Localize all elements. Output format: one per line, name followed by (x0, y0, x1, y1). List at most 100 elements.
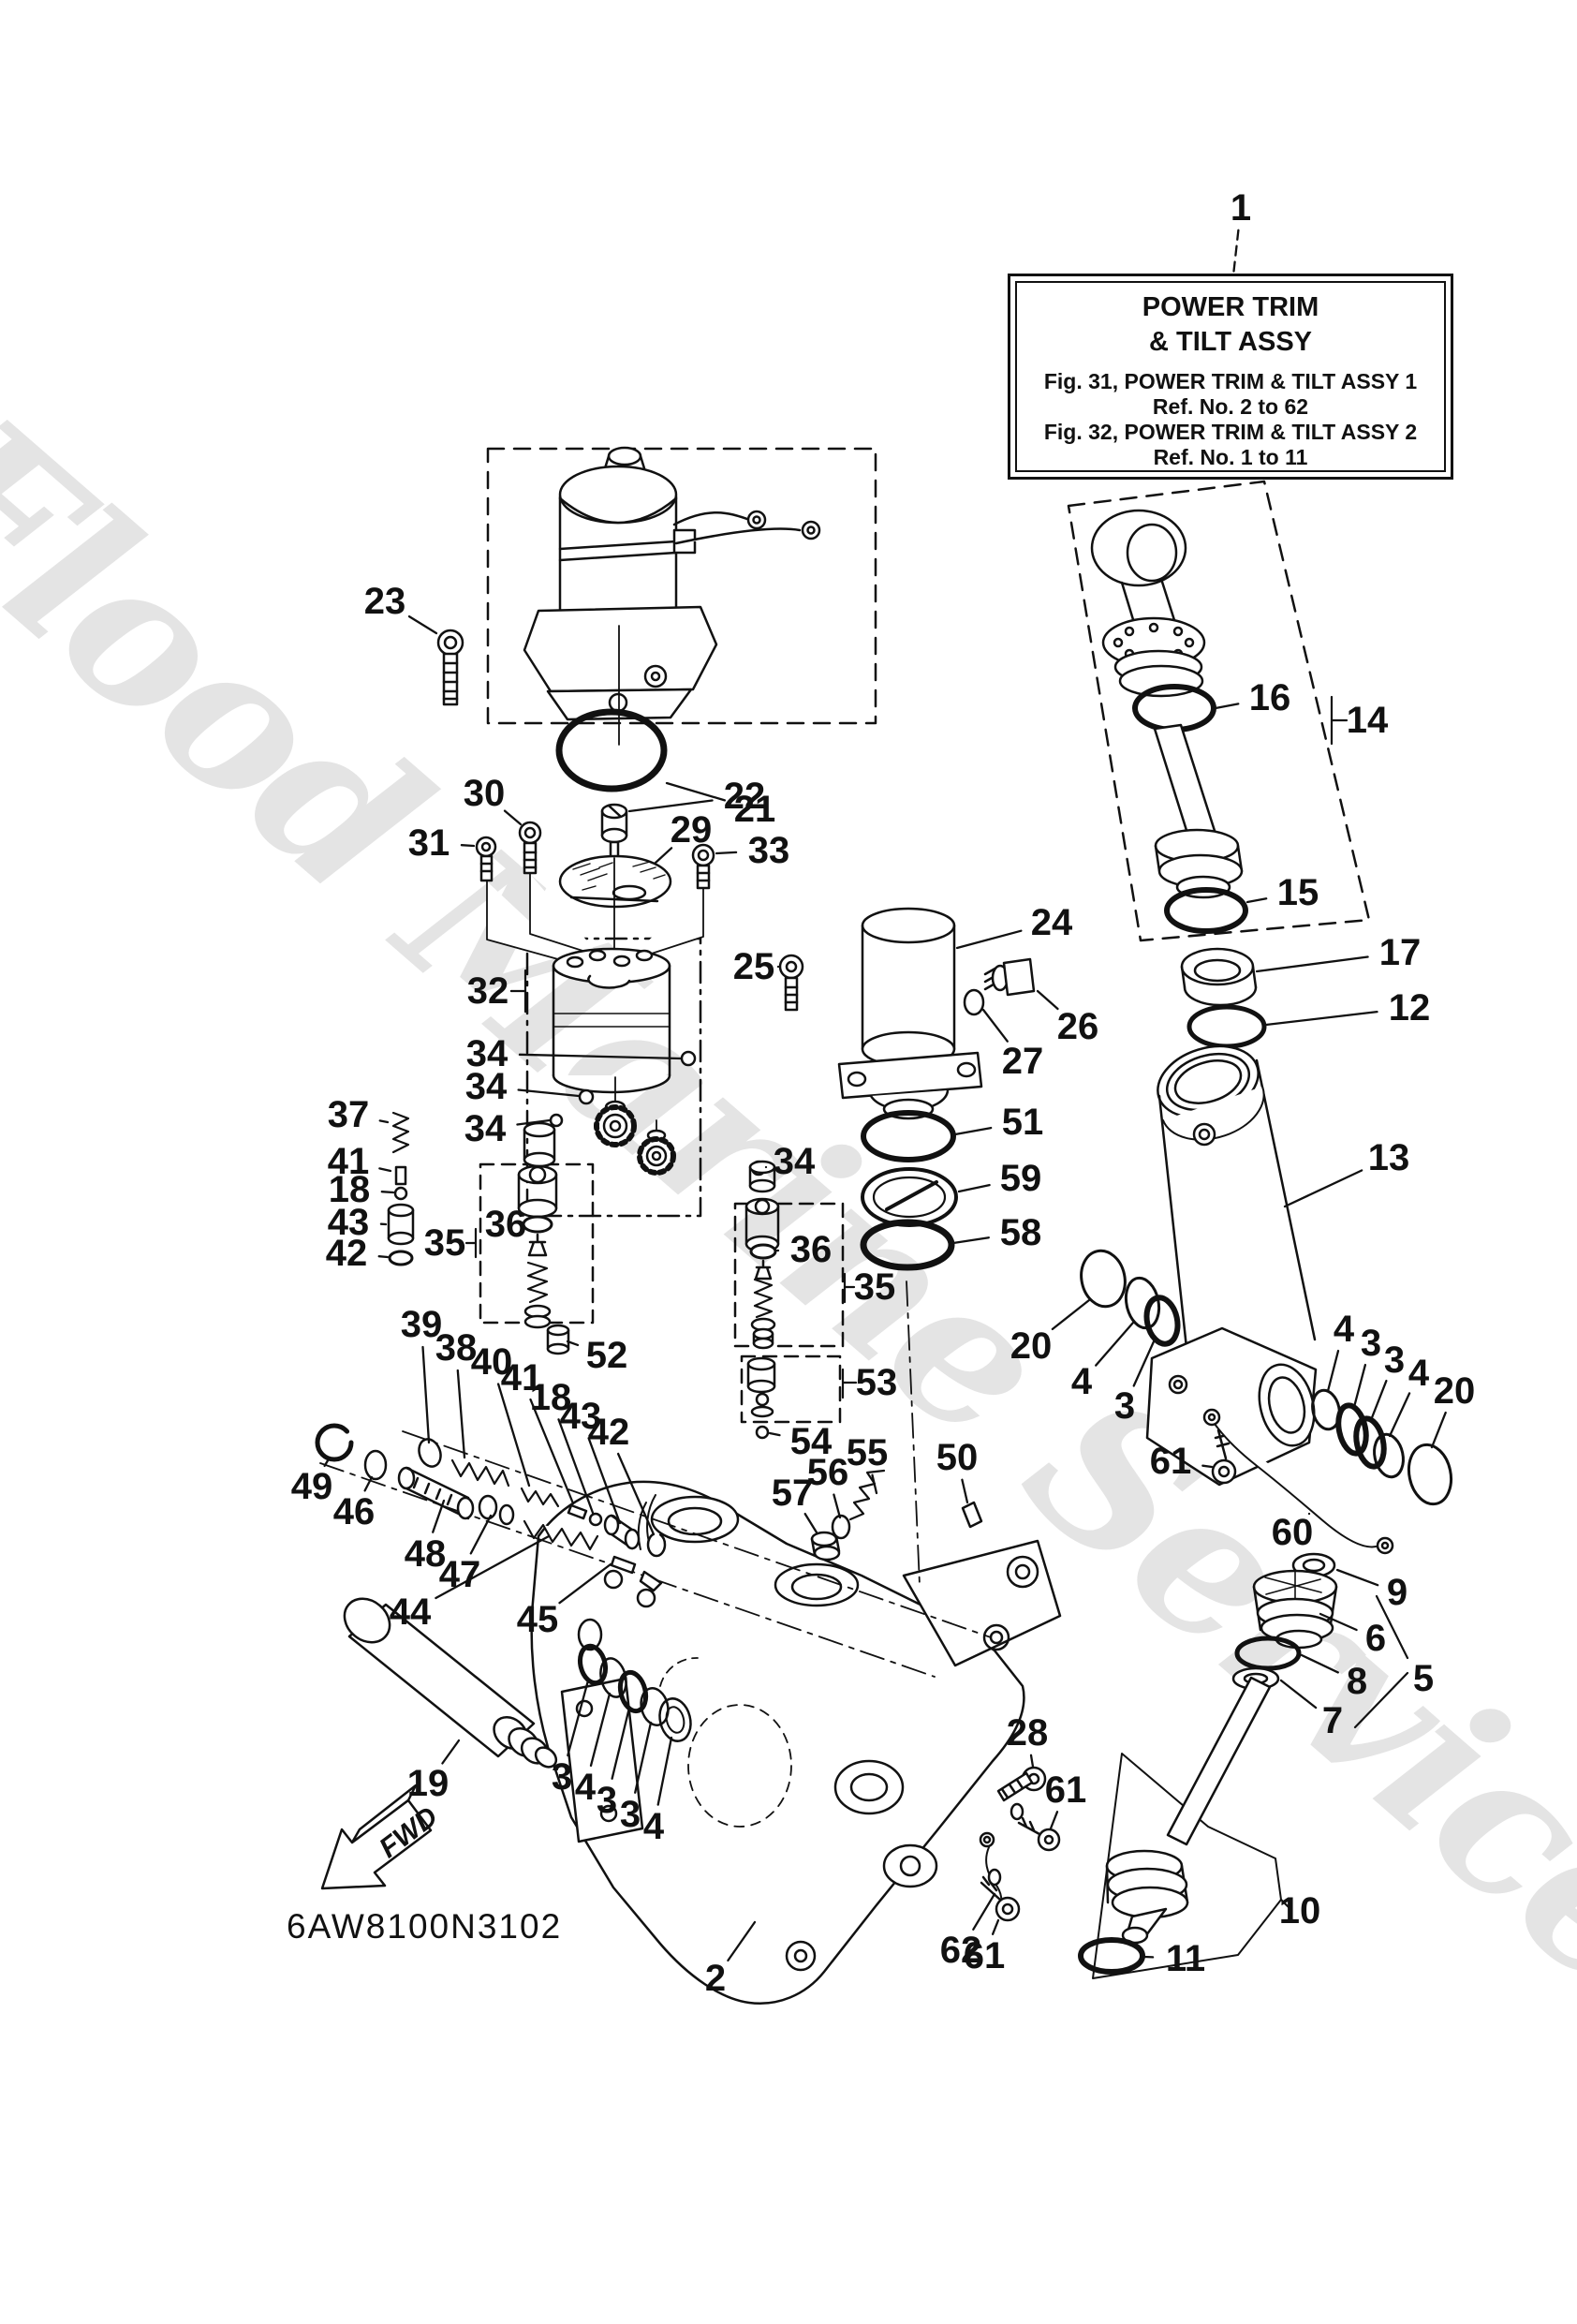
leader-line-12 (1264, 1010, 1378, 1027)
callout-61: 61 (1044, 1769, 1087, 1811)
callout-32: 32 (466, 970, 509, 1012)
leader-line-3 (1352, 1363, 1367, 1409)
leader-line-57 (803, 1512, 818, 1534)
callout-18: 18 (529, 1377, 572, 1418)
leader-line-61 (1049, 1811, 1059, 1830)
callout-31: 31 (407, 822, 450, 864)
callout-59: 59 (999, 1158, 1042, 1199)
callout-20: 20 (1433, 1370, 1476, 1412)
backup-ring-59 (861, 1167, 958, 1227)
tilt-rod-assembly-box (1067, 480, 1371, 942)
leader-line-3 (567, 1679, 590, 1757)
callout-34: 34 (465, 1033, 508, 1074)
leader-line-28 (1029, 1754, 1035, 1769)
leader-line-40 (496, 1383, 531, 1488)
motor-screw-23 (436, 629, 464, 706)
leader-line-49 (323, 1456, 332, 1468)
leader-line-4 (656, 1736, 673, 1806)
bolts-28-61-wire-62 (979, 1766, 1061, 1922)
callout-46: 46 (332, 1491, 376, 1532)
leader-line-17 (1255, 955, 1369, 973)
leader-line-24 (955, 929, 1023, 950)
leader-line-34 (518, 1053, 683, 1060)
leader-line-3 (634, 1721, 653, 1794)
callout-43: 43 (327, 1202, 370, 1243)
cylinder-end-screw-17-12 (1180, 947, 1267, 1049)
callout-15: 15 (1276, 872, 1319, 913)
fig1-ref: Ref. No. 2 to 62 (1152, 394, 1309, 419)
coupling-22 (600, 803, 628, 859)
leader-line-27 (981, 1008, 1009, 1043)
leader-line-38 (456, 1369, 466, 1459)
callout-54: 54 (789, 1421, 833, 1462)
pump-gears-34 (549, 1050, 767, 1177)
callout-23: 23 (363, 581, 406, 622)
leader-line-19 (441, 1739, 461, 1765)
trim-piston-assembly-5 (1231, 1552, 1338, 1691)
callout-53: 53 (855, 1362, 898, 1403)
ground-wire-60-bolt-61 (1202, 1408, 1394, 1555)
callout-35: 35 (423, 1222, 466, 1264)
gear-pump-32 (552, 947, 671, 1094)
filter-plate-29 (558, 854, 672, 909)
leader-line-3 (611, 1706, 631, 1780)
leader-line-20 (1051, 1298, 1091, 1331)
callout-29: 29 (670, 809, 713, 851)
o-ring-21 (555, 708, 668, 792)
pump-screws-30-31-33 (475, 821, 715, 965)
callout-9: 9 (1386, 1572, 1408, 1613)
callout-51: 51 (1001, 1102, 1044, 1143)
tilt-motor (523, 446, 821, 746)
leader-line-61 (1201, 1464, 1214, 1469)
fig2-label: Fig. 32, POWER TRIM & TILT ASSY 2 (1043, 420, 1418, 444)
callout-33: 33 (747, 830, 790, 871)
callout-4: 4 (1333, 1309, 1355, 1350)
leader-line-9 (1335, 1568, 1379, 1587)
leader-line-37 (378, 1119, 390, 1124)
leader-line-59 (957, 1183, 991, 1193)
leader-line-4 (1095, 1321, 1135, 1367)
callout-3: 3 (1360, 1323, 1382, 1364)
callout-8: 8 (1346, 1661, 1368, 1702)
leader-line-31 (460, 844, 476, 848)
valve-column-right (744, 1160, 780, 1440)
fig2-ref: Ref. No. 1 to 11 (1153, 445, 1308, 469)
leader-line-23 (407, 614, 438, 635)
callout-41: 41 (327, 1141, 370, 1182)
callout-35: 35 (853, 1266, 896, 1308)
leader-line-2 (727, 1920, 757, 1962)
callout-48: 48 (404, 1533, 447, 1575)
callout-3: 3 (1383, 1340, 1406, 1381)
valve-stack-35-36 (517, 1121, 570, 1355)
leader-line-45 (558, 1562, 612, 1605)
callout-42: 42 (587, 1412, 630, 1453)
callout-30: 30 (463, 773, 506, 814)
callout-11: 11 (1165, 1938, 1206, 1979)
callout-61: 61 (963, 1935, 1006, 1976)
leader-line-20 (1430, 1411, 1447, 1449)
drawing-code: 6AW8100N3102 (287, 1907, 563, 1946)
leader-line-4 (1326, 1349, 1340, 1393)
fwd-arrow-icon: FWD (320, 1784, 443, 1890)
callout-55: 55 (846, 1432, 889, 1473)
leader-line-1 (1231, 229, 1240, 277)
motor-assembly-box (486, 447, 877, 725)
leader-line-48 (432, 1499, 446, 1533)
callout-24: 24 (1030, 902, 1073, 943)
leader-line-62 (972, 1892, 996, 1931)
callout-1: 1 (1230, 187, 1252, 229)
leader-line-6 (1319, 1612, 1358, 1632)
callout-50: 50 (936, 1437, 979, 1478)
leader-line-8 (1300, 1653, 1339, 1674)
leader-line-3 (1369, 1379, 1388, 1422)
callout-36: 36 (789, 1229, 833, 1270)
leader-line-34 (516, 1118, 552, 1126)
leader-line-42 (616, 1452, 656, 1536)
valve-column-left (387, 1111, 415, 1266)
callout-61: 61 (1149, 1441, 1192, 1482)
callout-2: 2 (704, 1958, 727, 1999)
fig1-label: Fig. 31, POWER TRIM & TILT ASSY 1 (1043, 369, 1418, 393)
leader-line-47 (469, 1514, 493, 1555)
